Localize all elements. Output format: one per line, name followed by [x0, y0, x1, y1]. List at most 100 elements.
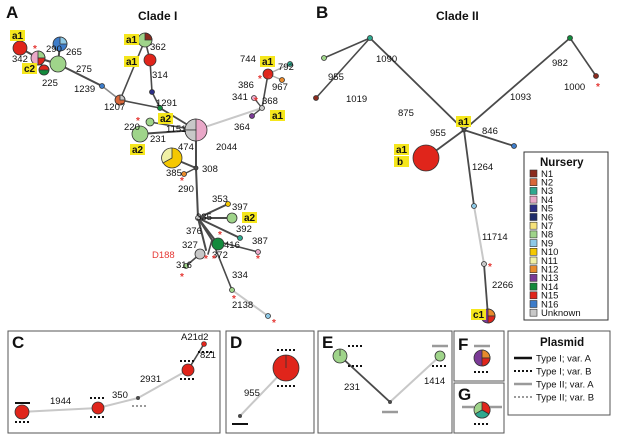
- edge-label: 314: [152, 70, 168, 81]
- tag-box: [471, 309, 486, 320]
- node-unknown: [481, 261, 487, 267]
- edge-label: 2266: [492, 280, 513, 291]
- panel-g: [462, 401, 502, 425]
- nursery-label-n11: N11: [541, 256, 558, 267]
- edge: [151, 91, 161, 109]
- edge-label: 1414: [424, 376, 445, 387]
- node-hub: [136, 396, 140, 400]
- plasmid-label: Type II; var. A: [536, 380, 594, 391]
- clade-i-title: Clade I: [138, 9, 177, 23]
- panel-letter-d: D: [230, 333, 242, 352]
- edge-label: 1093: [510, 92, 531, 103]
- plasmid-label: Type I; var. B: [536, 367, 591, 378]
- tag-a1: a1: [126, 57, 138, 68]
- nursery-swatch-n15: [529, 291, 538, 300]
- star-marker: *: [212, 254, 216, 265]
- edge-label: 372: [212, 250, 228, 261]
- edge: [197, 217, 241, 239]
- nursery-swatch-n11: [529, 256, 538, 265]
- node-n15: [143, 53, 157, 67]
- clade-ii-stars: * *: [488, 82, 600, 273]
- node-n14: [567, 35, 573, 41]
- nursery-label-n8: N8: [541, 230, 553, 241]
- edge-label: 474: [178, 142, 194, 153]
- node-pie-290: [30, 50, 46, 66]
- edge: [231, 289, 269, 317]
- tag-a1: a1: [458, 117, 470, 128]
- panel-g-frame: [453, 382, 505, 434]
- nursery-swatch-n16: [529, 300, 538, 308]
- edge-label: 316: [176, 260, 192, 271]
- node-n8: [321, 55, 327, 61]
- edge-label: 955: [328, 72, 344, 83]
- node-n8: [434, 350, 446, 362]
- node-pie-g: [473, 401, 491, 419]
- edge-label: 1207: [104, 102, 125, 113]
- edge-label: 1944: [50, 396, 71, 407]
- node-n9: [471, 203, 477, 209]
- clade-i-nodes: [12, 32, 293, 319]
- tag-c2: c2: [24, 64, 36, 75]
- edge-label: 265: [66, 47, 82, 58]
- edge-label: 327: [182, 240, 198, 251]
- panel-letter-b: B: [316, 3, 328, 22]
- nursery-legend-box: [523, 151, 609, 321]
- edge-label: 744: [240, 54, 256, 65]
- edge-label: 368: [262, 96, 278, 107]
- edge: [197, 203, 229, 219]
- nursery-swatch-n8: [529, 230, 538, 239]
- nursery-label-n4: N4: [541, 195, 553, 206]
- node-pie-362: [137, 32, 153, 48]
- edge-label: 1264: [472, 162, 493, 173]
- node-n3: [237, 235, 243, 241]
- plasmid-label: Type I; var. A: [536, 354, 592, 365]
- tag-c1: c1: [473, 310, 485, 321]
- edge: [569, 37, 597, 77]
- edge-label: 955: [430, 128, 446, 139]
- tag-a1: a1: [272, 111, 284, 122]
- node-n12: [279, 77, 285, 83]
- nursery-label-n2: N2: [541, 178, 553, 189]
- edge-label: 341: [232, 92, 248, 103]
- node-n15: [201, 341, 207, 347]
- tag-a2: a2: [244, 213, 256, 224]
- edge-label: 342: [12, 54, 28, 65]
- edge-label: 955: [244, 388, 260, 399]
- node-n4: [251, 95, 257, 101]
- edge-label: 376: [186, 226, 202, 237]
- star-marker: *: [204, 254, 208, 265]
- edge: [261, 73, 269, 109]
- node-n15: [12, 40, 28, 56]
- node-n15: [14, 404, 30, 420]
- nursery-swatch-n2: [529, 178, 538, 186]
- node-n8: [183, 263, 189, 269]
- clade-ii-title: Clade II: [436, 9, 479, 23]
- edge: [463, 129, 515, 147]
- plasmid-legend-items: Type I; var. A Type I; var. B Type II; var…: [514, 354, 594, 404]
- nursery-swatch-n9: [529, 239, 538, 247]
- edge-label: 821: [200, 350, 216, 361]
- tag-box: [456, 116, 471, 127]
- clade-i-edge-labels: 342 290 265 225 275 362 314 1239 1207 12…: [12, 42, 294, 311]
- star-marker: *: [256, 254, 260, 265]
- node-n8: [226, 212, 238, 224]
- node-n10: [225, 201, 231, 207]
- edge-label: 792: [278, 62, 294, 73]
- edge-label: 1090: [376, 54, 397, 65]
- tag-a2: a2: [132, 145, 144, 156]
- node-n1: [313, 95, 319, 101]
- panel-d: 955: [232, 349, 300, 425]
- star-marker: *: [232, 294, 236, 305]
- tag-a1: a1: [396, 145, 408, 156]
- nursery-swatch-n4: [529, 195, 538, 204]
- bottom-panels: C D E F G 1944 350 2931 821: [7, 330, 611, 434]
- node-n13: [249, 113, 255, 119]
- edge-label: 1000: [564, 82, 585, 93]
- edge-label: 364: [234, 122, 250, 133]
- star-marker: *: [254, 96, 258, 107]
- nursery-swatch-n12: [529, 265, 538, 274]
- edge-label: 335: [196, 212, 212, 223]
- edge: [119, 39, 146, 101]
- edge-label: 387: [252, 236, 268, 247]
- nursery-label-n14: N14: [541, 282, 558, 293]
